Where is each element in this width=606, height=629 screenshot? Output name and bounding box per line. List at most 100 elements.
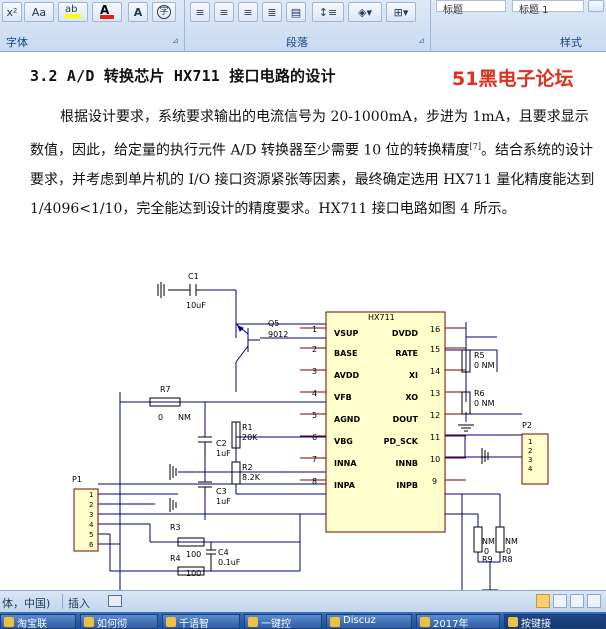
hx711-circuit-diagram: HX711 VSUP BASE AVDD VFB AGND VBG INNA I… xyxy=(72,272,549,592)
document-page[interactable]: 3.2 A/D 转换芯片 HX711 接口电路的设计 51黑电子论坛 根据设计要… xyxy=(0,52,606,592)
body-paragraph: 根据设计要求，系统要求输出的电流信号为 20-1000mA，步进为 1mA，且要… xyxy=(30,103,596,224)
watermark: 51黑电子论坛 xyxy=(452,68,574,90)
r7-value: 0 xyxy=(158,413,163,422)
status-divider xyxy=(62,594,63,609)
r9-label: R9 xyxy=(482,555,493,564)
pin-number: 15 xyxy=(430,345,440,354)
pin-number: 16 xyxy=(430,325,440,334)
pin-number: 3 xyxy=(312,367,317,376)
r2-label: R2 xyxy=(242,463,253,472)
resistor-r5 xyxy=(461,349,471,373)
full-screen-view-icon[interactable] xyxy=(553,594,567,608)
r1-label: R1 xyxy=(242,423,253,432)
borders-button[interactable]: ⊞▾ xyxy=(386,2,416,22)
c3-value: 1uF xyxy=(216,497,231,506)
resistor-r3 xyxy=(177,537,205,547)
pin-label: BASE xyxy=(334,349,358,358)
style-heading[interactable]: 标题 xyxy=(436,0,506,16)
taskbar-item[interactable]: 淘宝联 xyxy=(0,614,76,629)
taskbar-item[interactable]: 一键控 xyxy=(244,614,322,629)
change-case-button[interactable]: Aa xyxy=(24,2,54,22)
p1-label: P1 xyxy=(72,475,82,484)
capacitor-c2 xyxy=(198,436,212,457)
r8-unit: NM xyxy=(505,537,518,546)
resistor-r2 xyxy=(231,461,241,485)
enclose-char-button[interactable]: 字 xyxy=(152,2,176,22)
section-heading: 3.2 A/D 转换芯片 HX711 接口电路的设计 xyxy=(30,67,336,85)
insert-mode-indicator[interactable]: 插入 xyxy=(68,597,90,610)
c2-label: C2 xyxy=(216,439,227,448)
r8-value: 0 xyxy=(506,547,511,556)
char-shading-button[interactable]: A xyxy=(128,2,148,22)
r5-label: R5 xyxy=(474,351,485,360)
pin-label: AGND xyxy=(334,415,360,424)
taskbar-item[interactable]: 千语智 xyxy=(162,614,240,629)
c4-label: C4 xyxy=(218,548,229,557)
font-color-button[interactable]: A xyxy=(92,2,122,22)
pin-label: INNB xyxy=(396,459,418,468)
highlight-icon: ab xyxy=(65,5,81,18)
r3-label: R3 xyxy=(170,523,181,532)
pin-number: 4 xyxy=(312,389,317,398)
style-heading-1[interactable]: 标题 1 xyxy=(512,0,584,16)
pin-number: 6 xyxy=(312,433,317,442)
align-left-button[interactable]: ≡ xyxy=(190,2,210,22)
r7-label: R7 xyxy=(160,385,171,394)
ground-icon xyxy=(169,464,177,480)
pin-label: DVDD xyxy=(392,329,418,338)
font-group-label: 字体 xyxy=(6,36,28,49)
distributed-icon: ▤ xyxy=(290,5,302,19)
enclose-char-icon: 字 xyxy=(157,5,171,19)
c1-label: C1 xyxy=(188,272,199,281)
r4-label: R4 xyxy=(170,554,181,563)
connector-p1 xyxy=(73,488,99,552)
print-layout-view-icon[interactable] xyxy=(536,594,550,608)
taskbar: 淘宝联 如何彻 千语智 一键控 Discuz 2017年 按键接 xyxy=(0,612,606,629)
chip-name-label: HX711 xyxy=(368,313,395,322)
r5-value: 0 NM xyxy=(474,361,495,370)
p1-pin: 1 xyxy=(89,491,93,499)
taskbar-item-active[interactable]: 按键接 xyxy=(504,614,606,629)
font-color-icon: A xyxy=(100,4,114,19)
paragraph-group-label: 段落 xyxy=(286,36,308,49)
c2-value: 1uF xyxy=(216,449,231,458)
web-layout-view-icon[interactable] xyxy=(570,594,584,608)
taskbar-item[interactable]: Discuz xyxy=(326,614,412,629)
p1-pin: 6 xyxy=(89,541,94,549)
ribbon-separator xyxy=(184,0,185,52)
macro-record-icon[interactable] xyxy=(108,595,122,607)
c1-value: 10uF xyxy=(186,301,206,310)
line-spacing-button[interactable]: ↕≡ xyxy=(312,2,344,22)
status-bar: 体，中国) 插入 xyxy=(0,590,606,612)
distributed-button[interactable]: ▤ xyxy=(286,2,306,22)
justify-button[interactable]: ≣ xyxy=(262,2,282,22)
capacitor-c3 xyxy=(198,481,212,494)
p2-pin: 3 xyxy=(528,456,532,464)
taskbar-item[interactable]: 如何彻 xyxy=(80,614,158,629)
outline-view-icon[interactable] xyxy=(587,594,601,608)
p2-pin: 4 xyxy=(528,465,533,473)
align-center-button[interactable]: ≡ xyxy=(214,2,234,22)
resistor-r7 xyxy=(149,397,181,407)
align-right-button[interactable]: ≡ xyxy=(238,2,258,22)
borders-icon: ⊞▾ xyxy=(393,5,409,19)
r9-unit: NM xyxy=(482,537,495,546)
styles-scroll-button[interactable] xyxy=(588,0,604,12)
pin-label: RATE xyxy=(395,349,418,358)
line-spacing-icon: ↕≡ xyxy=(318,5,338,19)
pin-number: 12 xyxy=(430,411,440,420)
shading-button[interactable]: ◈▾ xyxy=(348,2,382,22)
pin-number: 13 xyxy=(430,389,440,398)
taskbar-item[interactable]: 2017年 xyxy=(416,614,500,629)
pin-label: INPB xyxy=(396,481,418,490)
align-center-icon: ≡ xyxy=(219,5,229,19)
ribbon: x² Aa ab A A 字 ≡ ≡ ≡ ≣ ▤ ↕≡ ◈▾ ⊞▾ 标题 标题 … xyxy=(0,0,606,52)
highlight-button[interactable]: ab xyxy=(58,2,88,22)
superscript-button[interactable]: x² xyxy=(2,2,22,22)
font-dialog-launcher-icon[interactable]: ⊿ xyxy=(172,36,179,45)
pin-label: PD_SCK xyxy=(384,437,419,446)
language-indicator[interactable]: 体，中国) xyxy=(2,597,51,610)
pin-label: XI xyxy=(409,371,418,380)
paragraph-dialog-launcher-icon[interactable]: ⊿ xyxy=(418,36,425,45)
capacitor-c4 xyxy=(206,542,216,571)
